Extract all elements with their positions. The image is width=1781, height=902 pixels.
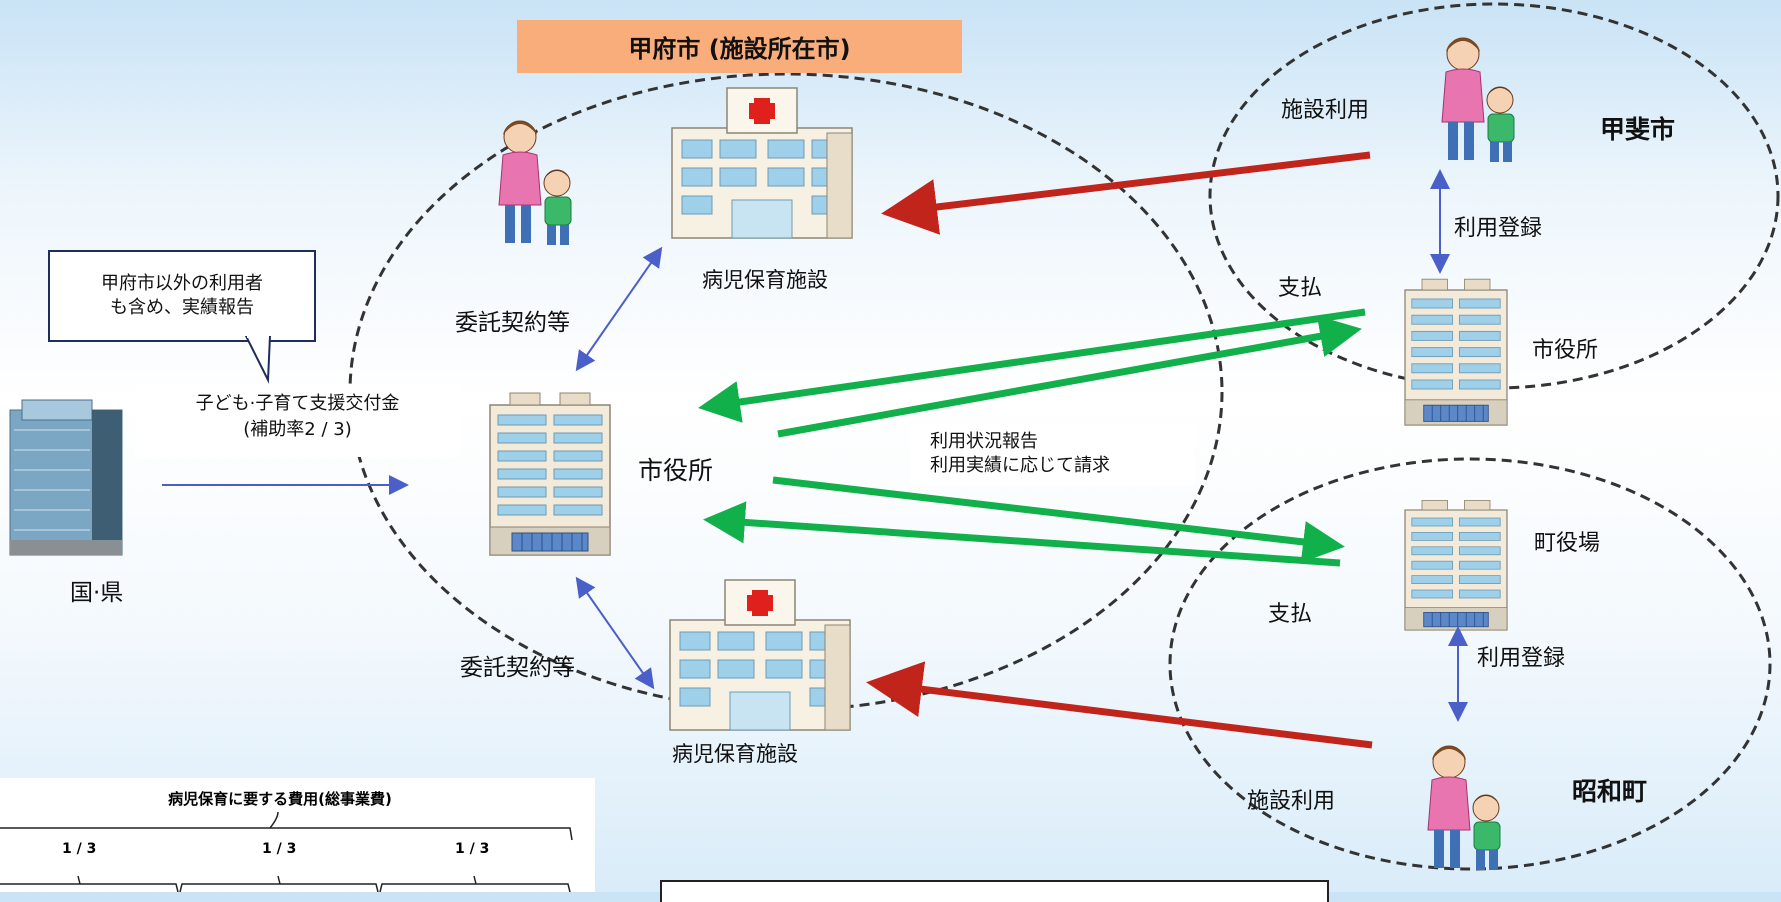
family-showa-icon	[1427, 745, 1501, 871]
city-office-building-icon	[489, 392, 611, 556]
grant-line-2: (補助率2 / 3)	[243, 419, 352, 440]
register-kai-label: 利用登録	[1454, 216, 1543, 241]
kai-office-label: 市役所	[1532, 338, 1599, 363]
bill-showa-arrow	[772, 476, 1345, 563]
report-line-1: 利用状況報告	[930, 431, 1038, 452]
kai-city-label: 甲斐市	[1600, 115, 1676, 144]
showa-office-label: 町役場	[1534, 531, 1601, 556]
hospital-bottom-icon	[669, 579, 851, 731]
kai-office-building-icon	[1404, 278, 1508, 426]
pay-showa-label: 支払	[1268, 602, 1313, 627]
pay-kai-arrow	[698, 308, 1366, 423]
showa-town-label: 昭和町	[1572, 777, 1648, 806]
page-title: 甲府市 (施設所在市)	[517, 20, 962, 73]
city-office-label: 市役所	[638, 456, 714, 485]
cost-fraction-3: 1 / 3	[455, 841, 490, 857]
family-kofu-icon	[498, 120, 572, 246]
pay-showa-arrow	[703, 501, 1341, 567]
showa-town-region	[1168, 457, 1772, 871]
grant-label: 子ども·子育て支援交付金 (補助率2 / 3)	[135, 385, 460, 457]
cost-brackets	[0, 811, 573, 892]
use-kai-arrow	[881, 151, 1371, 235]
cost-breakdown-panel: 病児保育に要する費用(総事業費) 1 / 3 1 / 3 1 / 3	[0, 778, 595, 892]
usage-report-label: 利用状況報告 利用実績に応じて請求	[910, 423, 1195, 485]
national-building-icon	[9, 399, 123, 556]
grant-line-1: 子ども·子育て支援交付金	[195, 393, 400, 414]
hospital-top-icon	[671, 87, 853, 239]
callout-tail	[244, 336, 272, 384]
pay-kai-label: 支払	[1278, 276, 1323, 301]
national-label: 国·県	[70, 580, 124, 606]
use-showa-label: 施設利用	[1247, 789, 1336, 814]
contract-bottom-arrow	[575, 576, 655, 690]
facility-top-label: 病児保育施設	[702, 268, 828, 292]
facility-bottom-label: 病児保育施設	[672, 742, 798, 766]
contract-bottom-label: 委託契約等	[460, 655, 575, 681]
cost-fraction-1: 1 / 3	[62, 841, 97, 857]
bill-kai-arrow	[777, 315, 1362, 438]
cost-title: 病児保育に要する費用(総事業費)	[168, 790, 392, 808]
use-kai-label: 施設利用	[1281, 98, 1370, 123]
contract-top-arrow	[575, 246, 663, 372]
family-kai-icon	[1441, 37, 1515, 163]
use-showa-arrow	[866, 661, 1373, 749]
callout-line-1: 甲府市以外の利用者	[101, 273, 263, 294]
report-line-2: 利用実績に応じて請求	[930, 455, 1110, 476]
report-callout: 甲府市以外の利用者 も含め、実績報告	[48, 250, 316, 342]
cost-fraction-2: 1 / 3	[262, 841, 297, 857]
legend-box	[660, 880, 1329, 902]
contract-top-label: 委託契約等	[455, 310, 570, 336]
showa-office-building-icon	[1404, 499, 1508, 631]
register-showa-label: 利用登録	[1477, 646, 1566, 671]
callout-line-2: も含め、実績報告	[110, 297, 254, 318]
